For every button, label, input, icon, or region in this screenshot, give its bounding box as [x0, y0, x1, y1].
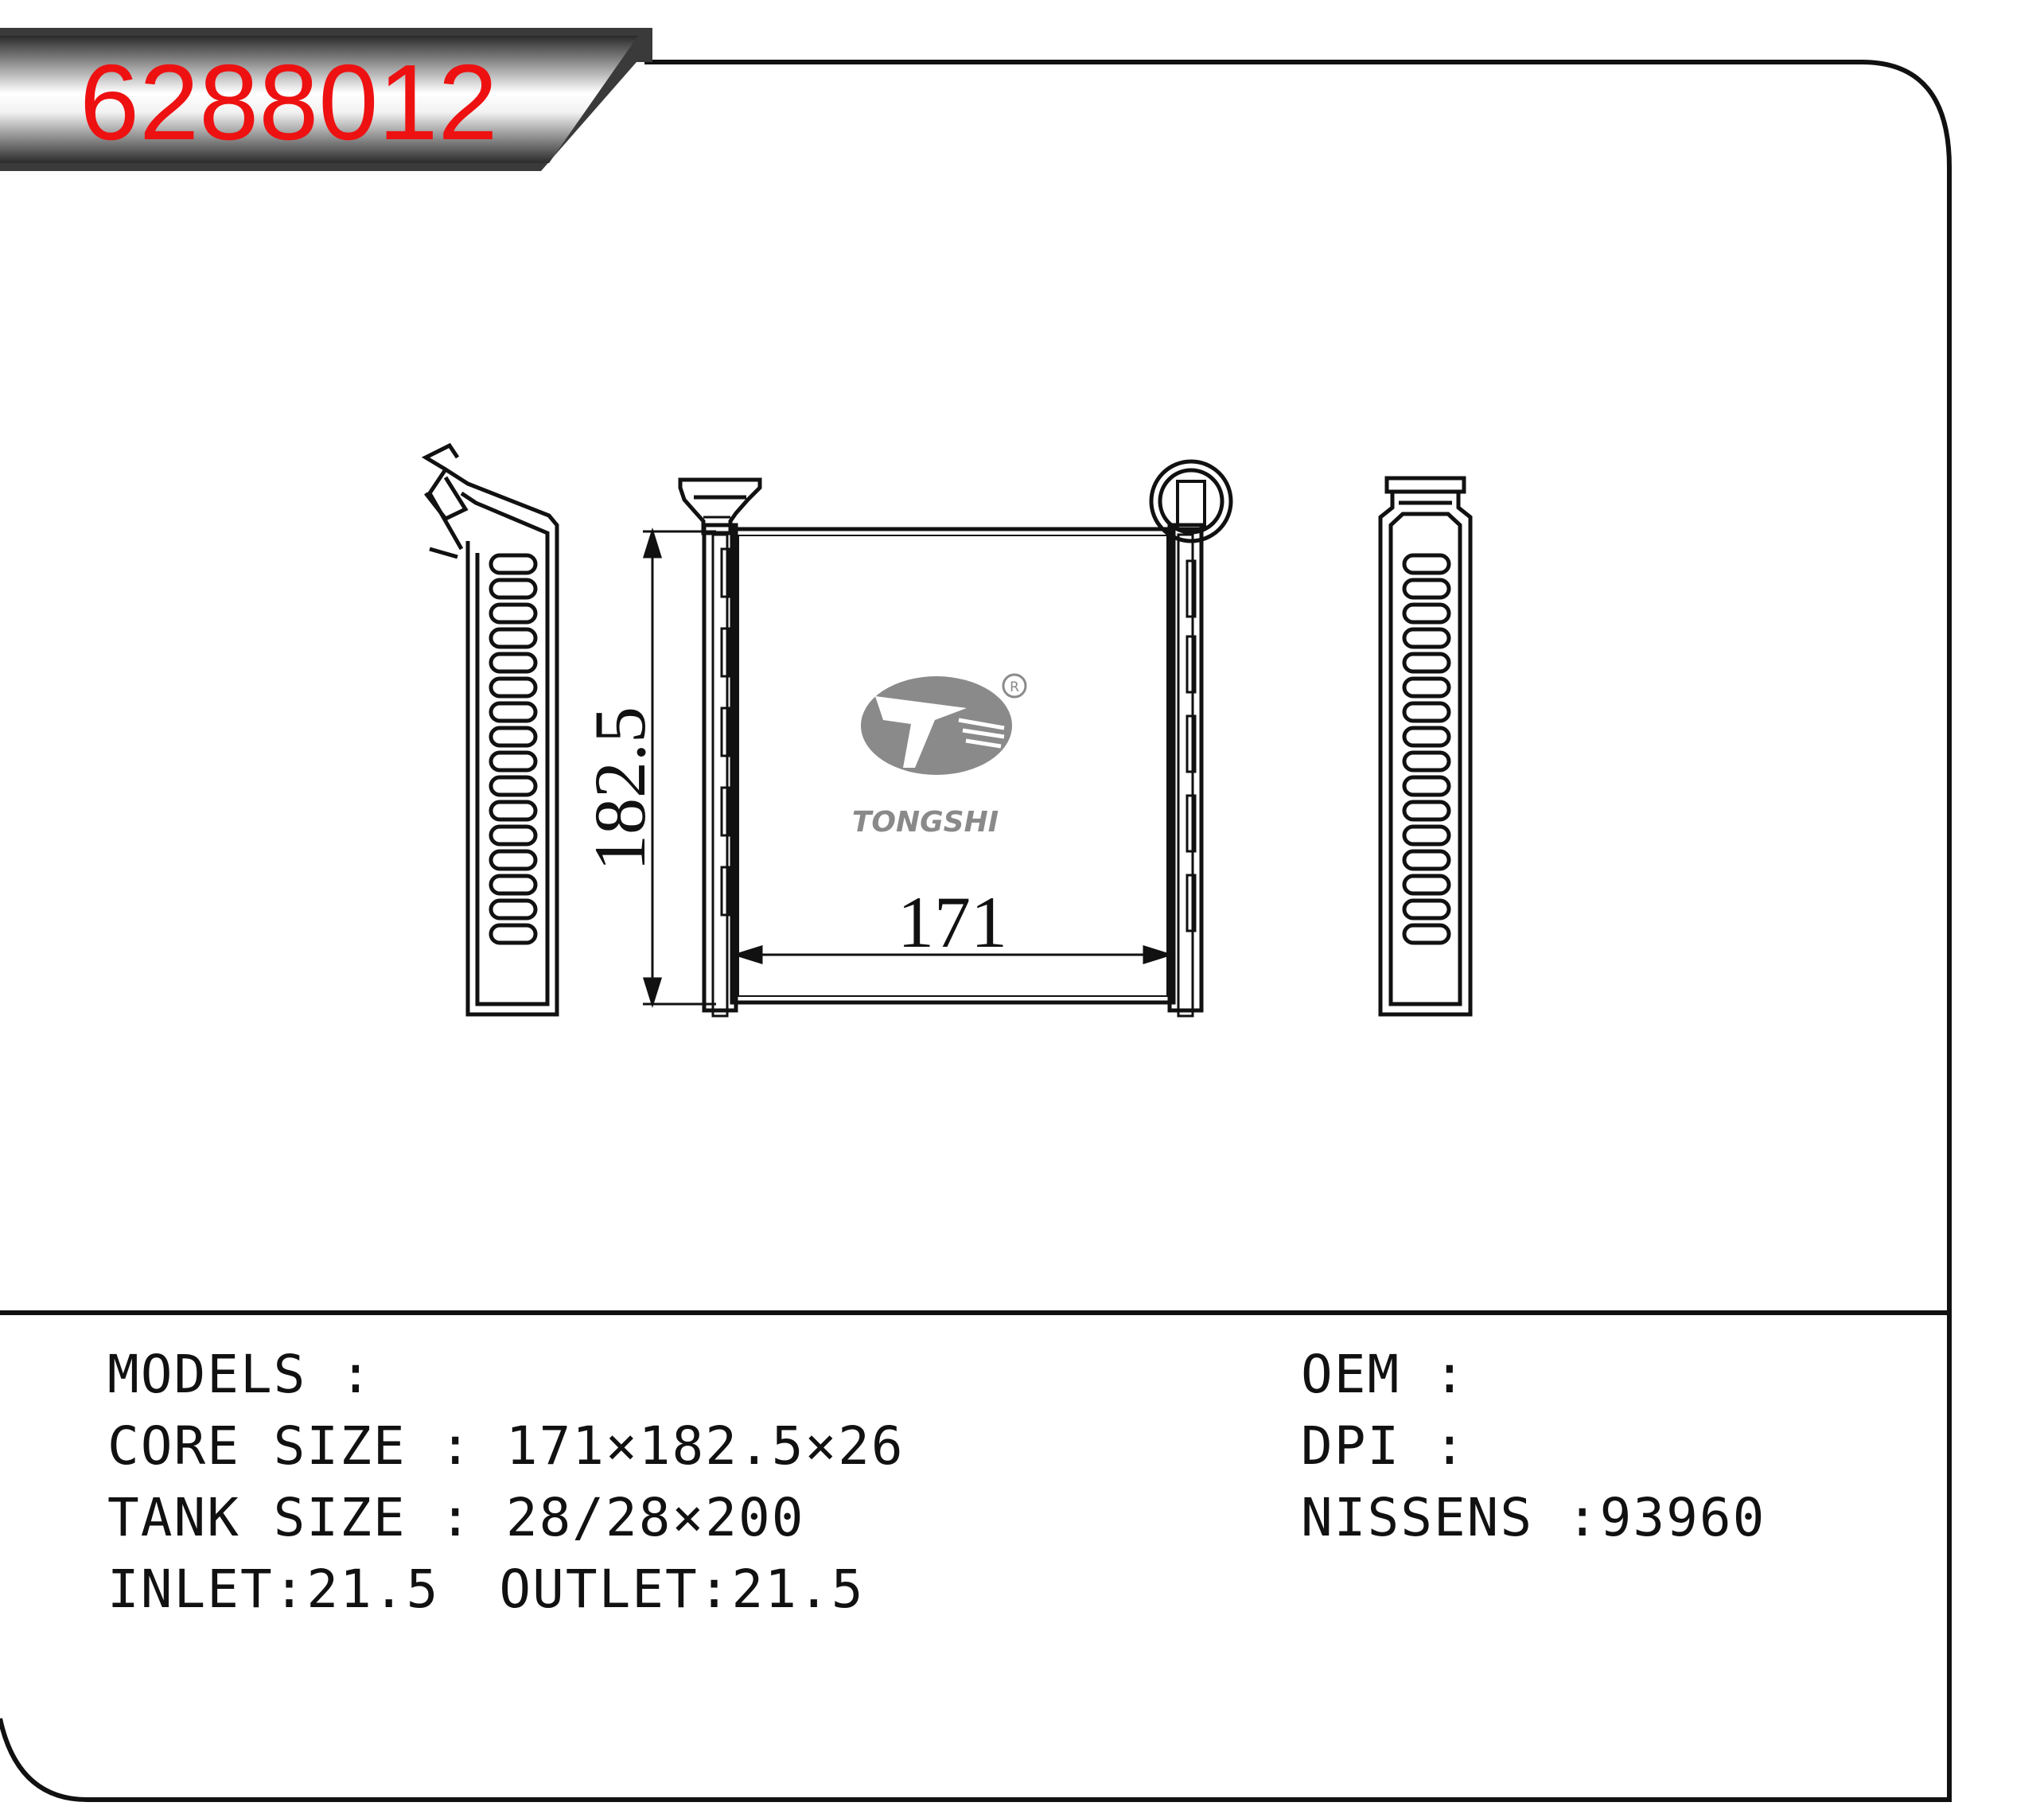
slot: [1402, 898, 1451, 921]
slot: [489, 824, 538, 847]
registered-mark: R: [1010, 679, 1019, 695]
slot: [1402, 800, 1451, 822]
right-side-view: [1378, 476, 1473, 1017]
front-core-view: [678, 459, 1233, 1018]
slot: [489, 602, 538, 625]
slot: [489, 898, 538, 921]
slot: [1402, 726, 1451, 748]
specs-left: MODELS : CORE SIZE : 171×182.5×26 TANK S…: [107, 1344, 905, 1620]
part-number-banner: 6288012: [0, 28, 652, 171]
slot: [489, 726, 538, 748]
slot: [489, 750, 538, 773]
tank-notch: [1186, 874, 1197, 932]
slot: [489, 578, 538, 600]
slot: [1402, 849, 1451, 871]
tongshi-logo: R TONGSHI: [852, 673, 1027, 839]
slot: [489, 553, 538, 575]
tank-notch: [720, 706, 731, 757]
registered-mark-icon: [1002, 673, 1027, 699]
spec-models: MODELS :: [107, 1344, 373, 1405]
specs-right: OEM : DPI : NISSENS :93960: [1301, 1344, 1766, 1548]
tank-notch: [1186, 714, 1197, 773]
tank-notch: [720, 627, 731, 678]
width-dimension: [731, 944, 1174, 965]
tank-notch: [1186, 635, 1197, 694]
slot: [1402, 874, 1451, 896]
left-slot-column: [489, 553, 538, 945]
slot: [489, 627, 538, 649]
left-side-view: [421, 442, 559, 1017]
slot: [1402, 578, 1451, 600]
slot: [1402, 824, 1451, 847]
tank-notch: [720, 547, 731, 598]
slot: [489, 874, 538, 896]
slot: [1402, 553, 1451, 575]
slot: [1402, 602, 1451, 625]
slot: [489, 676, 538, 699]
slot: [1402, 676, 1451, 699]
width-dimension-label: 171: [897, 882, 1007, 963]
part-number: 6288012: [80, 42, 498, 162]
slot: [489, 775, 538, 797]
height-dimension-label: 182.5: [579, 706, 660, 871]
logo-text: TONGSHI: [852, 806, 999, 839]
slot: [1402, 627, 1451, 649]
slot: [489, 849, 538, 871]
slot: [489, 923, 538, 945]
tank-notch: [720, 786, 731, 837]
spec-oem: OEM :: [1301, 1344, 1467, 1405]
sheet-border: [0, 60, 1952, 1802]
slot: [1402, 923, 1451, 945]
slot: [489, 652, 538, 674]
slot: [489, 800, 538, 822]
slot: [1402, 750, 1451, 773]
slot: [489, 701, 538, 723]
height-dimension: [642, 527, 716, 1009]
tank-notches: [720, 547, 1197, 932]
spec-tank-size: TANK SIZE : 28/28×200: [107, 1487, 804, 1548]
tank-notch: [720, 866, 731, 917]
spec-dpi: DPI :: [1301, 1415, 1467, 1477]
slot: [1402, 701, 1451, 723]
spec-core-size: CORE SIZE : 171×182.5×26: [107, 1415, 905, 1477]
tank-notch: [1186, 794, 1197, 853]
slot: [1402, 775, 1451, 797]
slot: [1402, 652, 1451, 674]
right-slot-column: [1402, 553, 1451, 945]
spec-nissens: NISSENS :93960: [1301, 1487, 1766, 1548]
tank-notch: [1186, 559, 1197, 618]
